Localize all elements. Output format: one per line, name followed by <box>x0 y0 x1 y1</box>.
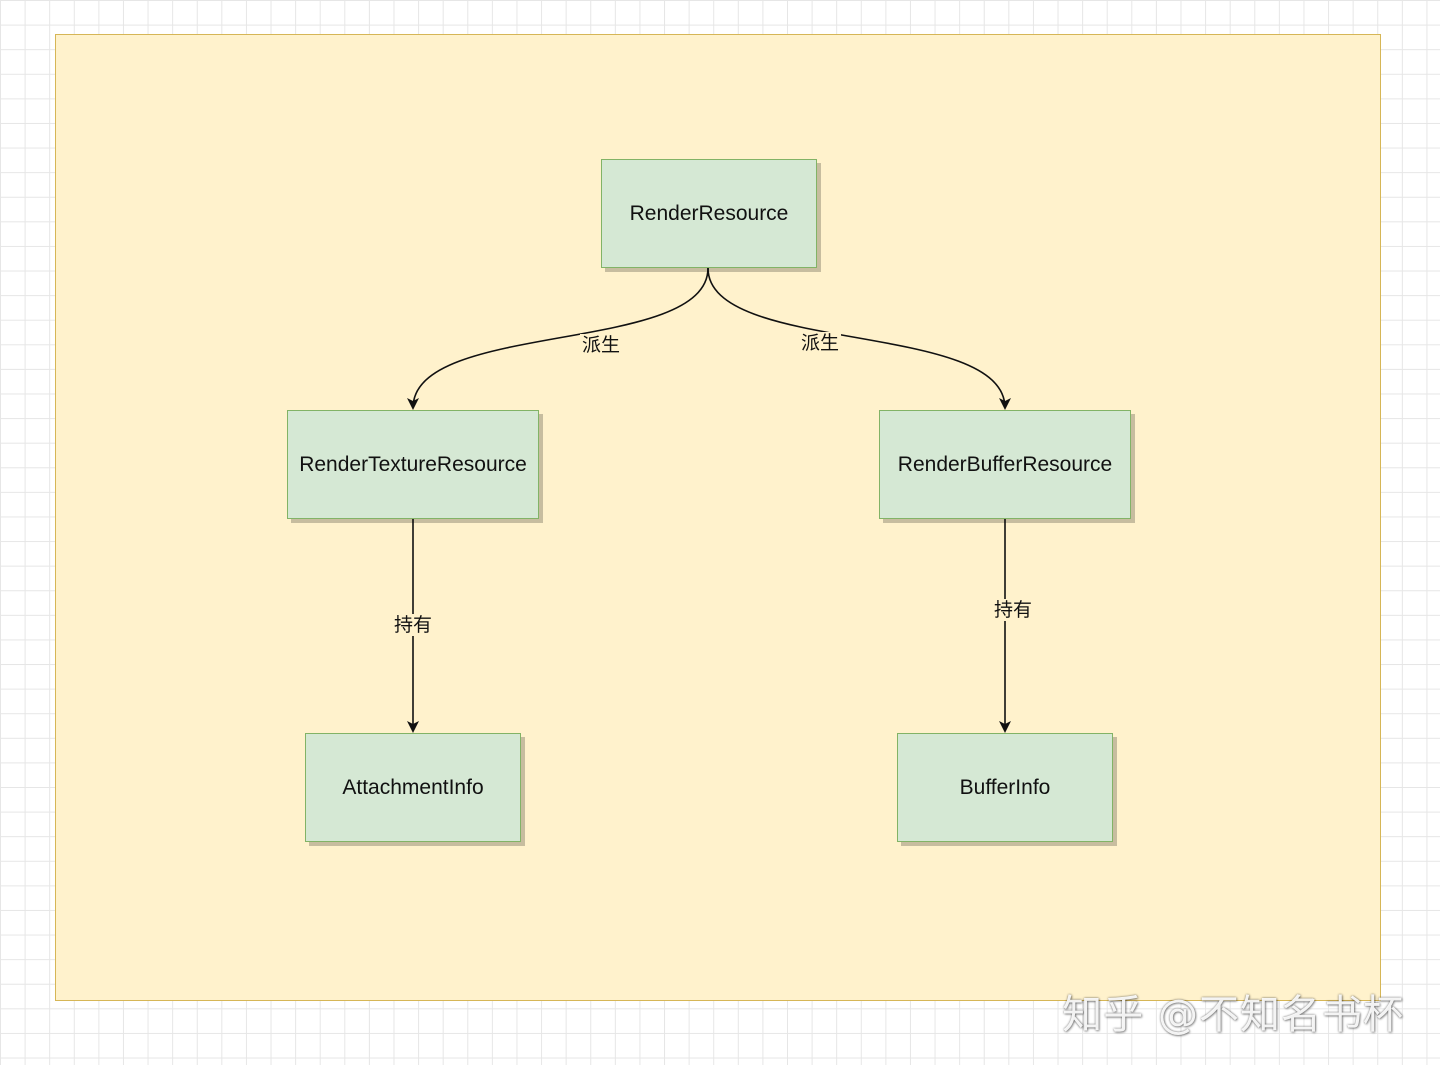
node-attachment-info[interactable]: AttachmentInfo <box>305 733 521 842</box>
edge-label-derive-left: 派生 <box>579 334 623 356</box>
edge-label-derive-right: 派生 <box>798 332 842 354</box>
node-render-texture-resource[interactable]: RenderTextureResource <box>287 410 539 519</box>
edge-derive-right <box>707 267 1011 410</box>
watermark-text: 知乎 @不知名书杯 <box>1062 992 1404 1038</box>
edge-label-hold-left: 持有 <box>391 614 435 636</box>
node-render-buffer-resource[interactable]: RenderBufferResource <box>879 410 1131 519</box>
node-buffer-info[interactable]: BufferInfo <box>897 733 1113 842</box>
edge-derive-left <box>407 267 709 410</box>
edge-label-hold-right: 持有 <box>991 599 1035 621</box>
node-render-resource[interactable]: RenderResource <box>601 159 817 268</box>
